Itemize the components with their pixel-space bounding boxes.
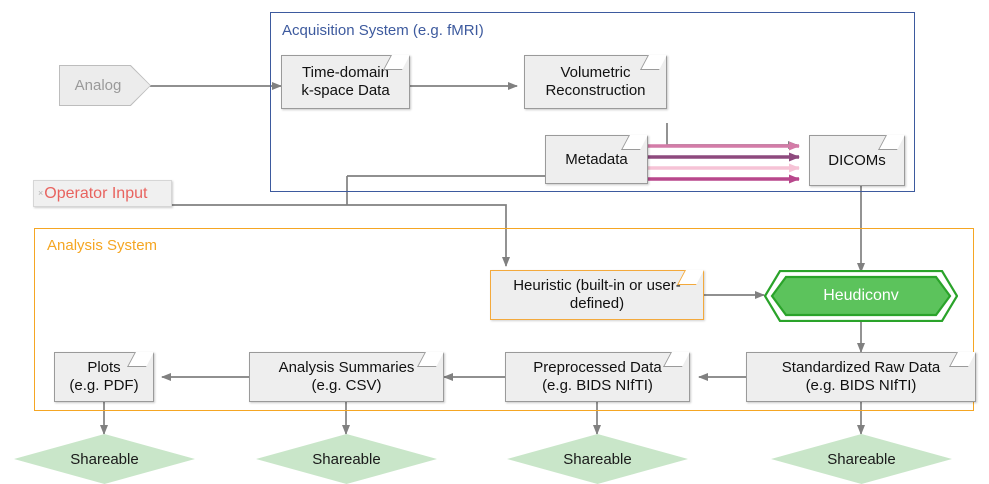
- group-analysis-system: [34, 228, 974, 411]
- node-dicoms[interactable]: DICOMs: [809, 135, 905, 186]
- shareable-label-4: Shareable: [827, 450, 896, 468]
- node-analog[interactable]: Analog: [59, 65, 151, 106]
- node-shareable-3[interactable]: Shareable: [507, 434, 688, 484]
- node-heuristic[interactable]: Heuristic (built-in or user-defined): [490, 270, 704, 320]
- note-fold-corner: [663, 352, 690, 367]
- node-analysis-summaries[interactable]: Analysis Summaries (e.g. CSV): [249, 352, 444, 402]
- note-fold-corner: [640, 55, 667, 70]
- shareable-label-1: Shareable: [70, 450, 139, 468]
- note-fold-corner: [621, 135, 648, 150]
- note-fold-corner: [949, 352, 976, 367]
- group-analysis-title: Analysis System: [47, 237, 158, 254]
- edge-operator-to-heuristic: [171, 204, 510, 267]
- dicoms-label: DICOMs: [828, 151, 886, 169]
- volumetric-reconstruction-label: Volumetric Reconstruction: [545, 64, 646, 99]
- metadata-label: Metadata: [565, 150, 628, 168]
- analog-label: Analog: [74, 77, 122, 94]
- node-volumetric-reconstruction[interactable]: Volumetric Reconstruction: [524, 55, 667, 109]
- node-operator-input[interactable]: × Operator Input: [33, 180, 172, 207]
- node-kspace-data[interactable]: Time-domain k-space Data: [281, 55, 410, 109]
- preprocessed-data-label: Preprocessed Data (e.g. BIDS NIfTI): [533, 359, 662, 394]
- node-shareable-1[interactable]: Shareable: [14, 434, 195, 484]
- plots-label: Plots (e.g. PDF): [69, 359, 139, 394]
- operator-input-label: Operator Input: [44, 184, 148, 202]
- heudiconv-label: Heudiconv: [823, 287, 899, 304]
- node-standardized-raw-data[interactable]: Standardized Raw Data (e.g. BIDS NIfTI): [746, 352, 976, 402]
- shareable-label-3: Shareable: [563, 450, 632, 468]
- note-fold-corner: [127, 352, 154, 367]
- node-shareable-4[interactable]: Shareable: [771, 434, 952, 484]
- node-heudiconv[interactable]: Heudiconv: [764, 270, 958, 322]
- note-fold-corner: [878, 135, 905, 150]
- edge-group-metadata-to-dicoms: [648, 141, 800, 184]
- node-preprocessed-data[interactable]: Preprocessed Data (e.g. BIDS NIfTI): [505, 352, 690, 402]
- node-shareable-2[interactable]: Shareable: [256, 434, 437, 484]
- close-icon[interactable]: ×: [38, 188, 44, 198]
- shareable-label-2: Shareable: [312, 450, 381, 468]
- standardized-raw-data-label: Standardized Raw Data (e.g. BIDS NIfTI): [781, 359, 941, 394]
- heuristic-label: Heuristic (built-in or user-defined): [513, 277, 681, 312]
- node-plots[interactable]: Plots (e.g. PDF): [54, 352, 154, 402]
- note-fold-corner: [383, 55, 410, 70]
- edge-group-gray: [100, 82, 865, 435]
- heudiconv-shape: [764, 270, 958, 322]
- node-metadata[interactable]: Metadata: [545, 135, 648, 184]
- analysis-summaries-label: Analysis Summaries (e.g. CSV): [278, 359, 415, 394]
- group-acquisition-system: [270, 12, 915, 192]
- analog-fill: [60, 66, 150, 105]
- note-fold-corner: [417, 352, 444, 367]
- kspace-data-label: Time-domain k-space Data: [301, 64, 390, 99]
- group-acquisition-title: Acquisition System (e.g. fMRI): [282, 22, 484, 39]
